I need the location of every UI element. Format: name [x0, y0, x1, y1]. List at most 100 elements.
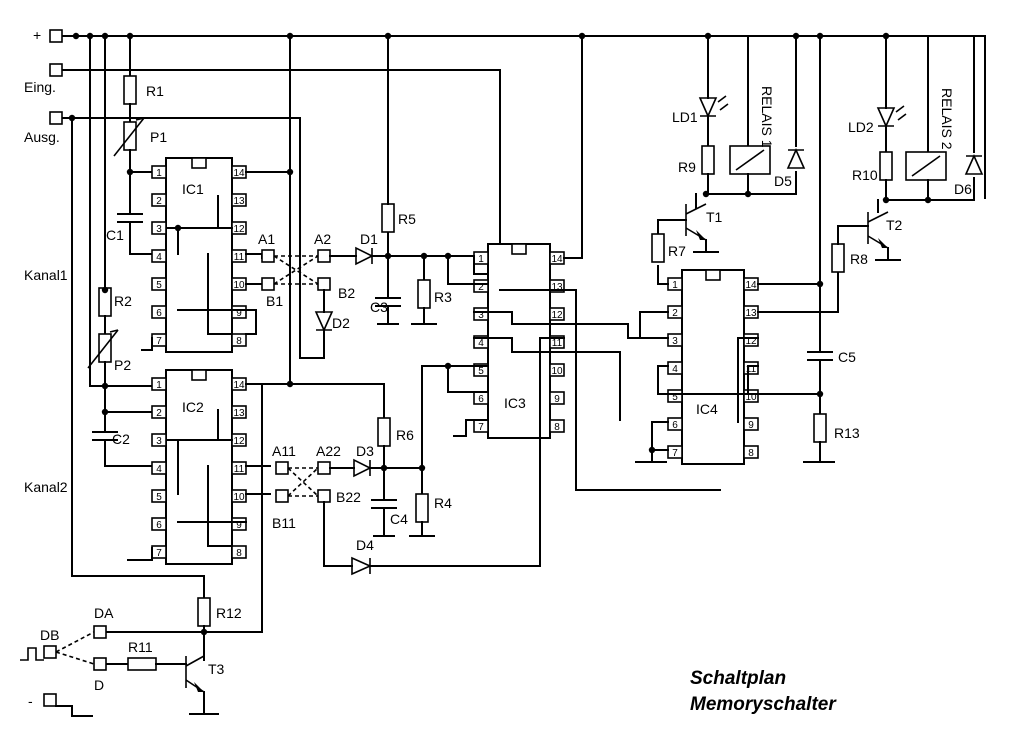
pin-box — [549, 419, 565, 433]
ic2-wiring — [127, 383, 291, 633]
pin-box — [743, 417, 759, 431]
junction-dot — [101, 286, 109, 294]
channel1-detector: D1 R5 C3 R3 D2 — [299, 35, 489, 359]
svg-text:IC4: IC4 — [696, 401, 718, 417]
pin-number: 12 — [233, 224, 245, 235]
pin-number: 13 — [233, 408, 245, 419]
svg-text:R12: R12 — [216, 605, 242, 621]
pin-number: 9 — [554, 394, 560, 405]
pin-number: 2 — [156, 408, 162, 419]
svg-text:R6: R6 — [396, 427, 414, 443]
svg-text:IC3: IC3 — [504, 395, 526, 411]
pin-box — [151, 377, 167, 391]
svg-text:B11: B11 — [272, 515, 296, 531]
pin-number: 7 — [478, 422, 484, 433]
svg-text:T3: T3 — [208, 661, 225, 677]
pin-box — [151, 165, 167, 179]
plus-terminal — [49, 29, 63, 43]
pin-box — [151, 489, 167, 503]
junction-dot — [882, 32, 890, 40]
svg-text:C4: C4 — [390, 511, 408, 527]
junction-dot — [286, 168, 294, 176]
pin-box — [667, 417, 683, 431]
junction-dot — [101, 32, 109, 40]
junction-dot — [126, 32, 134, 40]
pin-number: 10 — [551, 366, 563, 377]
pin-number: 7 — [156, 548, 162, 559]
pin-box — [231, 333, 247, 347]
junction-dot — [101, 408, 109, 416]
pin-number: 5 — [156, 492, 162, 503]
pin-number: 6 — [156, 520, 162, 531]
ic3-wiring — [473, 35, 721, 491]
svg-text:R10: R10 — [852, 167, 878, 183]
r1-resistor — [123, 75, 137, 105]
title-line1: Schaltplan — [690, 668, 786, 689]
pin-number: 11 — [746, 364, 757, 375]
pin-number: 3 — [156, 224, 162, 235]
p2-potentiometer — [98, 333, 112, 363]
svg-text:T1: T1 — [706, 209, 723, 225]
pin-number: 12 — [233, 436, 245, 447]
svg-text:D: D — [94, 677, 104, 693]
pin-number: 12 — [551, 310, 563, 321]
pin-number: 2 — [156, 196, 162, 207]
pin-box — [667, 361, 683, 375]
ausg-terminal — [49, 111, 63, 125]
svg-text:R9: R9 — [678, 159, 696, 175]
pin-box — [231, 249, 247, 263]
pin-number: 5 — [478, 366, 484, 377]
pin-number: 7 — [156, 336, 162, 347]
junction-dot — [101, 382, 109, 390]
svg-text:D3: D3 — [356, 443, 374, 459]
svg-text:A22: A22 — [316, 443, 341, 459]
pin-number: 14 — [551, 254, 563, 265]
junction-dot — [384, 252, 392, 260]
pin-number: 4 — [478, 338, 484, 349]
svg-text:R13: R13 — [834, 425, 860, 441]
pin-number: 13 — [233, 196, 245, 207]
pin-box — [151, 517, 167, 531]
pin-box — [151, 433, 167, 447]
pin-number: 2 — [672, 308, 678, 319]
pin-number: 1 — [672, 280, 678, 291]
svg-text:IC1: IC1 — [182, 181, 204, 197]
plus-label: + — [33, 27, 41, 43]
jumper-pads: A1 B1 A2 B2 A11 B11 A22 B22 — [258, 231, 361, 531]
svg-text:A11: A11 — [272, 443, 296, 459]
junction-dot — [702, 190, 710, 198]
pin-number: 6 — [478, 394, 484, 405]
junction-dot — [792, 32, 800, 40]
pin-number: 8 — [236, 336, 242, 347]
svg-text:RELAIS 1: RELAIS 1 — [759, 86, 775, 148]
svg-text:IC2: IC2 — [182, 399, 204, 415]
svg-text:P2: P2 — [114, 357, 131, 373]
junction-dot — [882, 196, 890, 204]
pin-number: 10 — [233, 492, 245, 503]
pin-number: 11 — [234, 252, 245, 263]
pin-number: 1 — [156, 380, 162, 391]
svg-text:B22: B22 — [336, 489, 361, 505]
svg-text:R5: R5 — [398, 211, 416, 227]
pin-number: 13 — [745, 308, 757, 319]
pin-number: 1 — [478, 254, 484, 265]
junction-dot — [816, 390, 824, 398]
pin-number: 9 — [236, 520, 242, 531]
svg-text:C3: C3 — [370, 299, 388, 315]
pin-number: 14 — [233, 380, 245, 391]
pin-box — [231, 461, 247, 475]
junction-dot — [648, 446, 656, 454]
pin-number: 6 — [672, 420, 678, 431]
pin-box — [549, 363, 565, 377]
junction-dot — [744, 190, 752, 198]
svg-text:P1: P1 — [150, 129, 167, 145]
pin-box — [151, 305, 167, 319]
svg-text:R7: R7 — [668, 243, 686, 259]
pin-box — [151, 461, 167, 475]
ausg-label: Ausg. — [24, 129, 60, 145]
svg-text:B1: B1 — [266, 293, 283, 309]
relay1-driver: LD1 R9 RELAIS 1 D5 R7 T1 — [651, 35, 806, 263]
svg-text:B2: B2 — [338, 285, 355, 301]
